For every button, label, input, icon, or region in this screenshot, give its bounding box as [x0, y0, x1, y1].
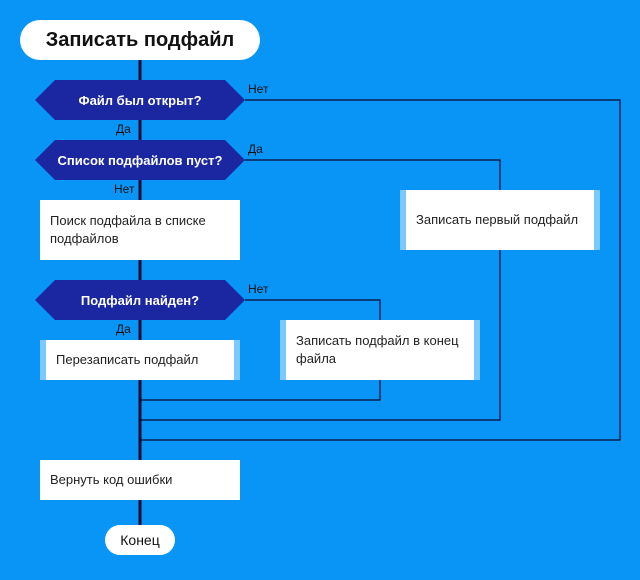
decision-list-empty: Список подфайлов пуст?: [35, 140, 245, 180]
end-label: Конец: [120, 532, 160, 548]
label-yes-list-empty: Да: [248, 142, 263, 156]
label-no-list-empty: Нет: [114, 182, 135, 196]
process-search-subfile: Поиск подфайла в списке подфайлов: [40, 200, 240, 260]
label-yes-subfile-found: Да: [116, 322, 131, 336]
decision-file-opened-label: Файл был открыт?: [78, 92, 202, 108]
label-yes-file-opened: Да: [116, 122, 131, 136]
decision-file-opened: Файл был открыт?: [35, 80, 245, 120]
connector-list-empty: [140, 159, 501, 421]
decision-list-empty-shape: [35, 140, 245, 180]
process-return-error-code-label: Вернуть код ошибки: [50, 472, 173, 487]
decision-subfile-found-label: Подфайл найден?: [80, 292, 200, 308]
process-return-error-code: Вернуть код ошибки: [40, 460, 240, 500]
subroutine-overwrite-subfile: Перезаписать подфайл: [40, 340, 240, 380]
decision-file-opened-shape: [35, 80, 245, 120]
subroutine-write-first-subfile: Записать первый подфайл: [400, 190, 600, 250]
subroutine-write-end-of-file-label: Записать подфайл в конец файла: [296, 333, 459, 366]
subroutine-write-first-subfile-label: Записать первый подфайл: [416, 212, 579, 227]
label-no-subfile-found: Нет: [248, 282, 269, 296]
end-terminator: Конец: [105, 525, 175, 555]
decision-subfile-found: Подфайл найден?: [35, 280, 245, 320]
decision-subfile-found-shape: [35, 280, 245, 320]
start-terminator: Записать подфайл: [20, 20, 260, 60]
label-no-file-opened: Нет: [248, 82, 269, 96]
start-label: Записать подфайл: [45, 28, 235, 51]
subroutine-overwrite-subfile-label: Перезаписать подфайл: [56, 352, 199, 367]
subroutine-write-end-of-file: Записать подфайл в конец файла: [280, 320, 480, 380]
connector-file-not-opened: [140, 99, 621, 441]
process-search-subfile-label: Поиск подфайла в списке подфайлов: [50, 213, 206, 246]
decision-list-empty-label: Список подфайлов пуст?: [57, 152, 223, 168]
